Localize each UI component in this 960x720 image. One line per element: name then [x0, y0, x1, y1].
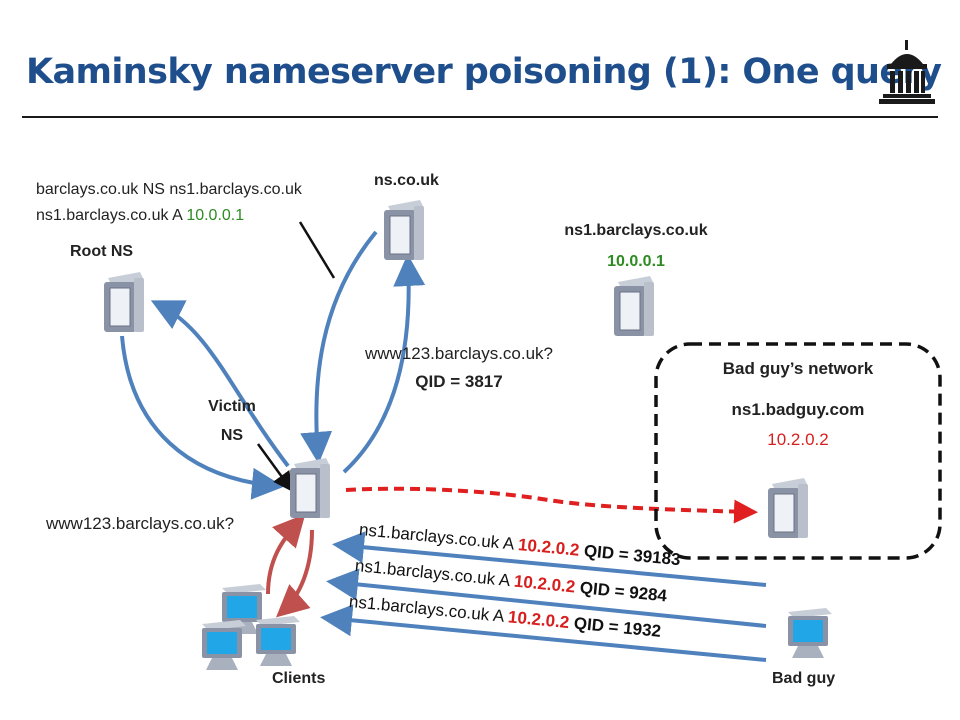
arrow-victim-to-root: [150, 300, 290, 468]
clients-label: Clients: [272, 670, 326, 687]
arrow-root-to-victim: [120, 335, 284, 500]
bad-guy-computer-icon: [788, 608, 832, 658]
client-computer-icon: [256, 616, 300, 666]
ns1-barclays-ip: 10.0.0.1: [607, 253, 665, 270]
ns-co-uk-server-icon: [384, 200, 424, 260]
records-pointer: [298, 221, 336, 279]
badguy-ns-server-icon: [768, 478, 808, 538]
dashed-arrow-to-badguy-ns: [345, 486, 758, 524]
bad-guy-network-box: [654, 342, 942, 560]
ns1-barclays-server-icon: [614, 276, 654, 336]
root-ns-label: Root NS: [70, 243, 134, 260]
title-divider: [22, 116, 938, 118]
cached-record-a-prefix: ns1.barclays.co.uk A: [36, 207, 187, 224]
arrow-victim-to-nscouk: [342, 254, 426, 474]
victim-ns-pointer: [256, 443, 293, 493]
badguy-ns-ip: 10.2.0.2: [767, 430, 829, 449]
badguy-ns-label: ns1.badguy.com: [731, 400, 865, 419]
victim-ns-label-line2: NS: [220, 427, 244, 444]
cached-record-a: ns1.barclays.co.uk A 10.0.0.1: [36, 207, 244, 225]
client-query-label: www123.barclays.co.uk?: [46, 514, 235, 533]
bad-guy-label: Bad guy: [772, 670, 836, 687]
victim-ns-label-line1: Victim: [208, 398, 256, 415]
ns1-barclays-label: ns1.barclays.co.uk: [564, 222, 708, 239]
arrow-forged-response-1: [332, 531, 767, 587]
recursive-query-qid: QID = 3817: [415, 372, 503, 391]
root-ns-server-icon: [104, 272, 144, 332]
slide-title: Kaminsky nameserver poisoning (1): One q…: [26, 52, 942, 92]
recursive-query-label: www123.barclays.co.uk?: [364, 344, 554, 363]
arrow-nscouk-to-victim: [300, 230, 378, 464]
arrow-forged-response-3: [320, 604, 767, 662]
cached-record-a-ip: 10.0.0.1: [186, 207, 245, 224]
ns-co-uk-label: ns.co.uk: [374, 172, 439, 189]
cached-record-ns: barclays.co.uk NS ns1.barclays.co.uk: [36, 181, 302, 198]
bad-network-title: Bad guy’s network: [722, 359, 874, 378]
arrow-forged-response-2: [326, 568, 767, 628]
university-building-icon: [879, 40, 935, 104]
victim-ns-server-icon: [290, 458, 330, 518]
client-computer-icon: [202, 620, 246, 670]
arrow-victim-to-clients: [276, 529, 314, 618]
arrow-clients-to-victim: [266, 514, 306, 595]
